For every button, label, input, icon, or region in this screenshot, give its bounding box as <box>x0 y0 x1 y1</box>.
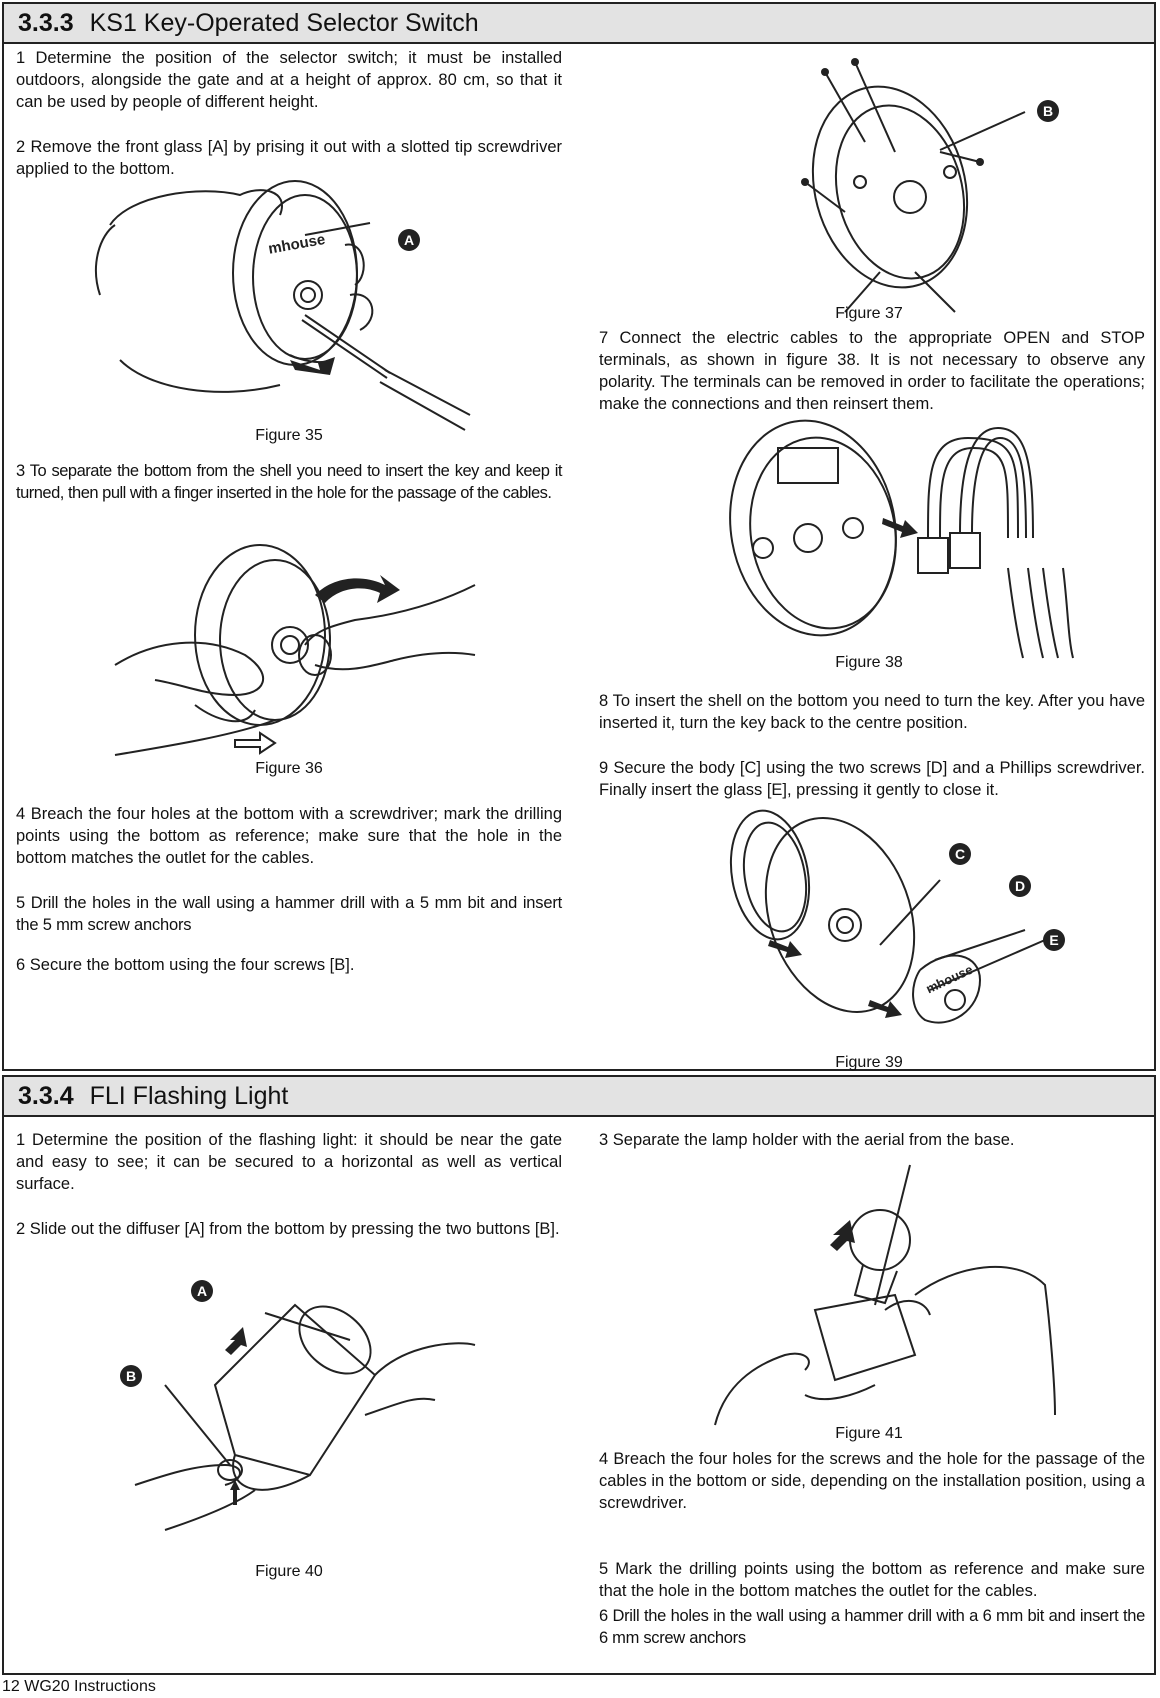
figure-39-caption: Figure 39 <box>835 1054 903 1071</box>
section-header: 3.3.3 KS1 Key-Operated Selector Switch <box>4 4 1154 44</box>
section-number: 3.3.4 <box>18 1081 74 1110</box>
fli-step-5-text: 5 Mark the drilling points using the bot… <box>599 1560 1145 1600</box>
label-a-badge: A <box>398 229 420 251</box>
figure-36-caption: Figure 36 <box>255 760 323 777</box>
step-3-text: 3 To separate the bottom from the shell … <box>16 462 563 502</box>
figure-38-caption: Figure 38 <box>835 654 903 671</box>
figure-38-illustration <box>729 419 1074 659</box>
fli-label-b-badge: B <box>120 1365 142 1387</box>
label-c-badge: C <box>949 843 971 865</box>
step-4-text: 4 Breach the four holes at the bottom wi… <box>16 805 562 867</box>
label-d-badge: D <box>1009 875 1031 897</box>
step-6-text: 6 Secure the bottom using the four screw… <box>16 956 355 974</box>
svg-text:B: B <box>1043 103 1053 119</box>
figure-35-illustration: mhouse <box>94 180 471 431</box>
svg-text:E: E <box>1049 932 1058 948</box>
fli-step-6-text: 6 Drill the holes in the wall using a ha… <box>599 1607 1145 1647</box>
fli-step-2-text: 2 Slide out the diffuser [A] from the bo… <box>16 1220 560 1238</box>
section-title: FLI Flashing Light <box>89 1081 289 1110</box>
svg-text:A: A <box>197 1283 207 1299</box>
section-title: KS1 Key-Operated Selector Switch <box>89 8 479 37</box>
svg-text:D: D <box>1015 878 1025 894</box>
step-8-text: 8 To insert the shell on the bottom you … <box>599 692 1145 732</box>
section-number: 3.3.3 <box>18 8 74 37</box>
figure-37-illustration <box>801 58 1026 313</box>
svg-text:B: B <box>126 1368 136 1384</box>
figure-36-illustration <box>114 544 476 756</box>
mhouse-logo: mhouse <box>267 231 327 258</box>
section-fli-flashing-light: 3.3.4 FLI Flashing Light <box>2 1075 1156 1675</box>
label-b-badge: B <box>1037 100 1059 122</box>
figure-40-illustration <box>134 1303 476 1531</box>
step-2-text: 2 Remove the front glass [A] by prising … <box>16 138 562 178</box>
section-header: 3.3.4 FLI Flashing Light <box>4 1077 1154 1117</box>
figure-40-caption: Figure 40 <box>255 1563 323 1580</box>
step-5-text: 5 Drill the holes in the wall using a ha… <box>16 894 562 934</box>
step-7-text: 7 Connect the electric cables to the app… <box>599 329 1145 413</box>
figure-39-illustration: mhouse <box>729 809 1046 1024</box>
fli-step-3-text: 3 Separate the lamp holder with the aeri… <box>599 1131 1015 1149</box>
figure-35-caption: Figure 35 <box>255 427 323 444</box>
figure-37-caption: Figure 37 <box>835 305 903 322</box>
figure-41-caption: Figure 41 <box>835 1425 903 1442</box>
label-e-badge: E <box>1043 929 1065 951</box>
svg-text:C: C <box>955 846 965 862</box>
fli-label-a-badge: A <box>191 1280 213 1302</box>
svg-text:A: A <box>404 232 414 248</box>
page-footer: 12 WG20 Instructions <box>2 1678 156 1695</box>
step-9-text: 9 Secure the body [C] using the two scre… <box>599 759 1145 799</box>
step-1-text: 1 Determine the position of the selector… <box>16 49 562 111</box>
fli-step-1-text: 1 Determine the position of the flashing… <box>16 1131 562 1193</box>
figure-41-illustration <box>714 1164 1056 1426</box>
fli-step-4-text: 4 Breach the four holes for the screws a… <box>599 1450 1145 1512</box>
section-ks1-selector-switch: 3.3.3 KS1 Key-Operated Selector Switch <box>2 2 1156 1071</box>
